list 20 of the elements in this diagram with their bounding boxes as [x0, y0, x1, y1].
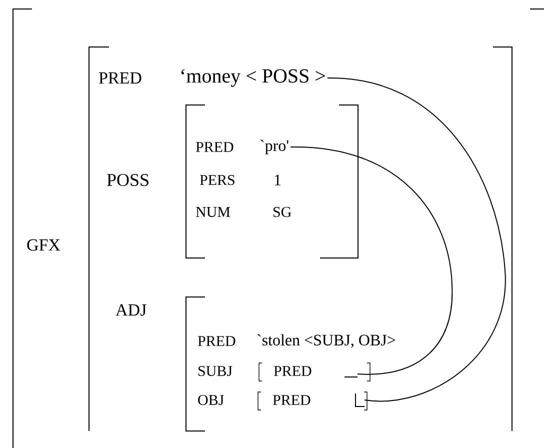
connector-line [326, 78, 506, 402]
feature-label: ADJ [116, 304, 146, 316]
feature-value: `pro' [260, 140, 288, 154]
feature-label: PRED [274, 366, 312, 376]
feature-label: SG [274, 206, 292, 218]
feature-label: PRED [98, 72, 142, 84]
feature-value: ‘money < POSS > [181, 69, 325, 87]
feature-label: POSS [107, 174, 148, 186]
feature-label: PERS [200, 174, 234, 186]
empty-slot [355, 393, 365, 407]
feature-label: PRED [198, 336, 236, 346]
feature-label: GFX [27, 239, 60, 251]
feature-label: `stolen <SUBJ, OBJ> [257, 334, 396, 348]
feature-label: OBJ [198, 394, 224, 406]
connector-line [290, 146, 452, 375]
feature-label: PRED [196, 142, 234, 152]
feature-label: 1 [274, 174, 281, 186]
feature-label: SUBJ [198, 366, 232, 376]
feature-label: PRED [272, 395, 310, 405]
feature-label: NUM [196, 207, 230, 217]
